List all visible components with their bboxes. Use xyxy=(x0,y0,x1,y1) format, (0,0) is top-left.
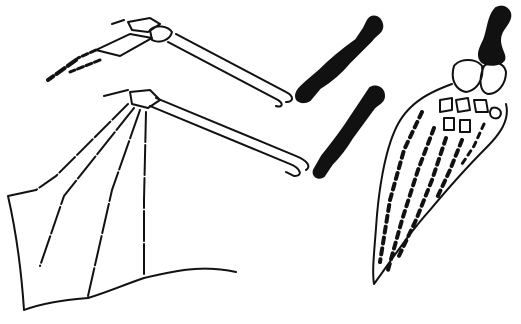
whale-carpal-6 xyxy=(460,120,470,132)
whale-humerus xyxy=(479,7,510,65)
bird-wing xyxy=(48,17,382,107)
whale-carpal-2 xyxy=(456,98,470,112)
bat-wing xyxy=(8,86,384,310)
whale-carpal-1 xyxy=(440,98,452,112)
whale-digit-2 xyxy=(388,128,434,270)
whale-flipper xyxy=(373,7,510,284)
bat-finger-2 xyxy=(36,104,128,190)
whale-radius xyxy=(453,60,483,92)
bat-thumb xyxy=(104,90,128,96)
bat-radius xyxy=(156,98,308,170)
whale-carpal-5 xyxy=(444,118,454,130)
whale-digit-4 xyxy=(436,140,462,200)
bat-wrist xyxy=(130,90,160,108)
whale-carpal-3 xyxy=(474,100,488,112)
bird-digit-1 xyxy=(78,50,96,58)
bird-carpal xyxy=(128,18,160,32)
bird-radius xyxy=(176,34,292,102)
bat-membrane xyxy=(8,190,236,310)
bird-hand xyxy=(96,34,152,56)
bird-ulna xyxy=(168,42,282,107)
bat-ulna xyxy=(150,106,300,176)
whale-digit-1 xyxy=(380,112,422,262)
whale-ulna xyxy=(481,63,506,94)
bat-finger-4 xyxy=(88,110,140,296)
bat-finger-3 xyxy=(40,108,134,266)
whale-carpal-4 xyxy=(490,108,501,119)
bat-finger-5 xyxy=(144,112,146,276)
whale-digit-5 xyxy=(462,124,484,164)
bird-thumb xyxy=(112,20,124,24)
bat-humerus xyxy=(314,86,384,177)
whale-digit-3 xyxy=(398,138,446,258)
